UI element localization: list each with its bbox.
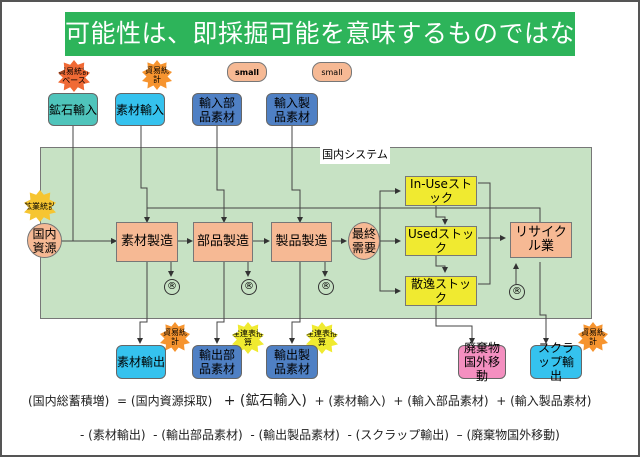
eq-term: - (輸出製品素材) — [250, 428, 340, 442]
node-material-mfg: 素材製造 — [116, 222, 178, 262]
node-used-stock: Usedストック — [405, 226, 477, 256]
flow-ore-import — [72, 125, 117, 244]
flow-recycle-back — [147, 207, 541, 222]
flow-product-import — [291, 125, 303, 223]
eq-term: + (輸入製品素材) — [496, 394, 592, 408]
flow-material-import — [140, 125, 150, 223]
flow-used-dispersed — [435, 256, 448, 273]
flow-inuse-used — [435, 206, 448, 225]
node-inuse-stock: In-Useストック — [405, 176, 477, 206]
eq-term: - (輸出部品素材) — [153, 428, 243, 442]
flow-product-export — [289, 262, 301, 344]
node-material-import: 素材輸入 — [115, 93, 165, 126]
equation-line-1: (国内総蓄積増) = (国内資源採取) + (鉱石輸入) + (素材輸入) + … — [28, 390, 591, 410]
node-ore-import: 鉱石輸入 — [48, 93, 98, 126]
note-small-cloud: small — [227, 62, 267, 82]
node-product-mfg: 製品製造 — [271, 222, 332, 262]
node-parts-export: 輸出部品素材 — [192, 345, 242, 379]
flow-material-export — [137, 262, 148, 344]
node-final-demand: 最終需要 — [348, 222, 380, 260]
node-scrap-export: スクラップ輸出 — [530, 341, 582, 383]
eq-term: = (国内資源採取) — [117, 394, 213, 408]
node-domestic-resource: 国内資源 — [27, 223, 62, 258]
recycle-mark: ® — [164, 279, 180, 295]
node-product-import: 輸入製品素材 — [266, 93, 318, 126]
eq-term: + (輸入部品素材) — [393, 394, 489, 408]
recycle-mark: ® — [241, 279, 257, 295]
eq-term: - (素材輸出) — [80, 428, 146, 442]
flow-parts-import — [216, 125, 227, 223]
eq-term: – (廃棄物国外移動) — [456, 428, 560, 442]
flow-parts-export — [214, 262, 225, 344]
recycle-mark: ® — [509, 284, 525, 300]
eq-term: (国内総蓄積増) — [28, 394, 110, 408]
node-product-export: 輸出製品素材 — [266, 345, 318, 379]
flow-scrap-export — [539, 262, 549, 344]
note-small-cloud: small — [312, 62, 352, 82]
node-dispersed-stock: 散逸ストック — [405, 276, 477, 306]
flow-demand-inuse — [379, 188, 401, 241]
domestic-system-label: 国内システム — [320, 146, 390, 164]
node-material-export: 素材輸出 — [116, 345, 166, 379]
eq-term: - (スクラップ輸出) — [347, 428, 449, 442]
node-waste-export: 廃棄物国外移動 — [458, 341, 506, 383]
flow-stocks-recycle — [478, 182, 505, 285]
eq-term: + (素材輸入) — [314, 394, 386, 408]
flow-demand-dispersed — [379, 241, 401, 294]
flow-waste-export — [435, 305, 475, 344]
recycle-mark: ® — [318, 279, 334, 295]
equation-line-2: - (素材輸出) - (輸出部品素材) - (輸出製品素材) - (スクラップ輸… — [80, 426, 560, 443]
eq-term: + (鉱石輸入) — [223, 393, 307, 409]
node-parts-import: 輸入部品素材 — [192, 93, 242, 126]
node-recycling: リサイクル業 — [510, 222, 572, 258]
node-parts-mfg: 部品製造 — [193, 222, 253, 262]
